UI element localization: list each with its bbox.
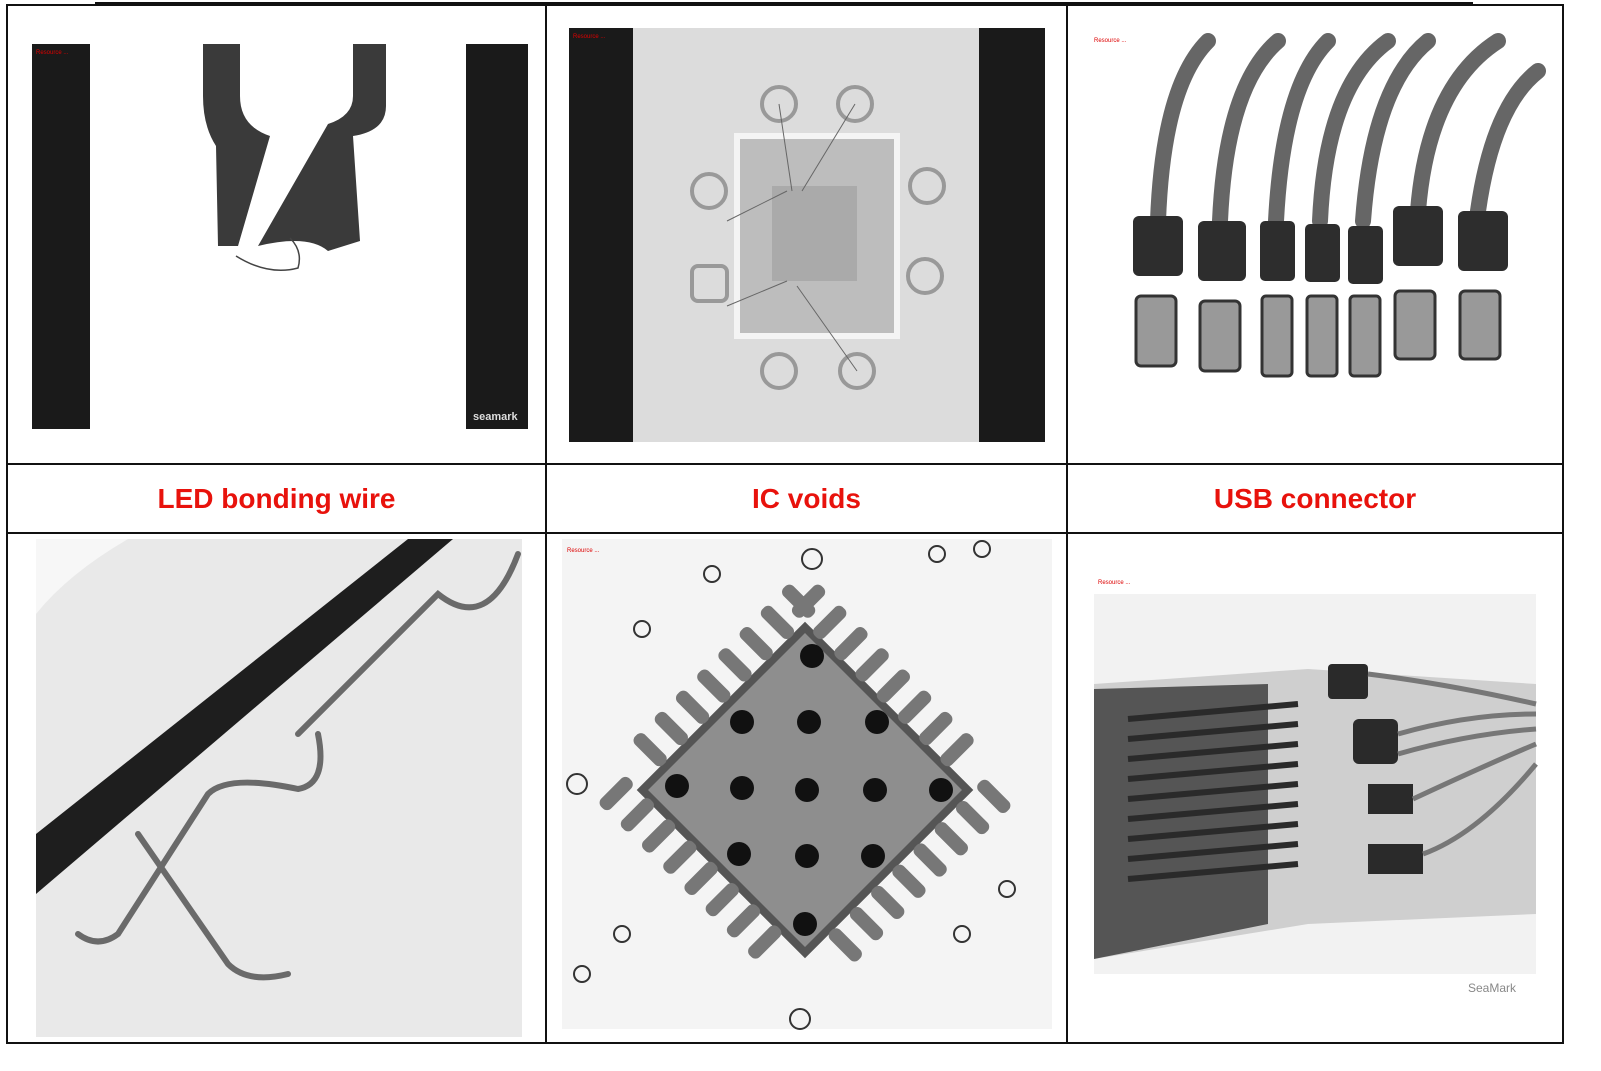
top-rule bbox=[95, 2, 1473, 4]
watermark-seamark: seamark bbox=[473, 411, 519, 423]
caption-ic-voids: IC voids bbox=[545, 463, 1068, 534]
image-led-bonding-wire-top: Resource ... seamark bbox=[6, 4, 547, 465]
svg-text:Resource ...: Resource ... bbox=[1094, 38, 1127, 44]
svg-text:Resource ...: Resource ... bbox=[36, 50, 69, 56]
svg-text:Resource ...: Resource ... bbox=[1098, 580, 1131, 586]
caption-usb-connector: USB connector bbox=[1066, 463, 1564, 534]
caption-led-bonding-wire: LED bonding wire bbox=[6, 463, 547, 534]
svg-text:Resource ...: Resource ... bbox=[567, 548, 600, 554]
xray-sample-table: Resource ... seamark Resource ... bbox=[6, 4, 1564, 1044]
watermark-seamark: SeaMark bbox=[1468, 981, 1517, 995]
image-ic-voids-top: Resource ... bbox=[545, 4, 1068, 465]
svg-text:Resource ...: Resource ... bbox=[573, 34, 606, 40]
image-led-bonding-wire-bottom bbox=[6, 532, 547, 1044]
image-usb-connector-bottom: Resource ... SeaMark bbox=[1066, 532, 1564, 1044]
image-usb-connector-top: Resource ... bbox=[1066, 4, 1564, 465]
image-ic-voids-bottom: Resource ... bbox=[545, 532, 1068, 1044]
